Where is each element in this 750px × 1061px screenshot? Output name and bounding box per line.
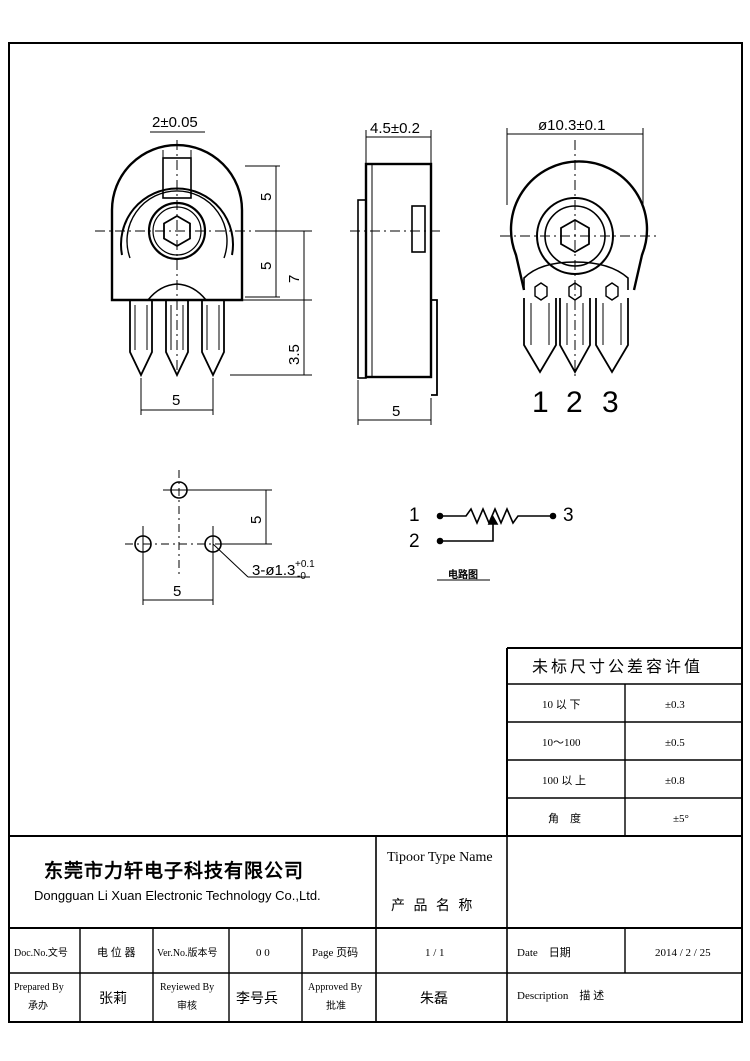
lower-half-dim: 5	[258, 262, 275, 270]
hole-horizontal-pitch-dim: 5	[173, 583, 181, 600]
front-dimensions	[140, 131, 312, 415]
tolerance-table	[506, 647, 742, 836]
page-value: 1 / 1	[425, 947, 445, 959]
upper-half-dim: 5	[258, 193, 275, 201]
pin-width-dim: 2±0.05	[152, 114, 198, 131]
circuit-diagram	[436, 506, 557, 581]
doc-no-label: Doc.No.文号	[14, 946, 68, 959]
front-view	[95, 140, 262, 380]
ver-no-value: 0 0	[256, 947, 270, 959]
thickness-dim: 4.5±0.2	[370, 120, 420, 137]
diameter-dim: ø10.3±0.1	[538, 117, 605, 134]
prepared-label-en: Prepared By	[14, 982, 64, 993]
front-pin-pitch-dim: 5	[172, 392, 180, 409]
hole-pattern	[125, 470, 232, 575]
description-label: Description 描 述	[517, 988, 604, 1002]
side-view	[350, 162, 442, 396]
tol-value-1: ±0.3	[665, 699, 685, 711]
approved-label-cn: 批准	[326, 999, 346, 1012]
reviewed-label-en: Reyiewed By	[160, 982, 214, 993]
prepared-value: 张莉	[99, 991, 127, 1007]
tol-value-2: ±0.5	[665, 737, 685, 749]
tol-value-3: ±0.8	[665, 775, 685, 787]
reviewed-label-cn: 审核	[177, 999, 197, 1012]
date-value: 2014 / 2 / 25	[655, 947, 711, 959]
pin-label-1: 1	[532, 386, 549, 419]
doc-no-value: 电 位 器	[97, 945, 136, 959]
title-block	[9, 835, 742, 1022]
tolerance-title: 未标尺寸公差容许值	[532, 657, 703, 676]
type-name-label: Tipoor Type Name	[387, 850, 493, 865]
hole-dimensions	[142, 489, 310, 605]
page-label: Page 页码	[312, 946, 358, 959]
approved-value: 朱磊	[420, 991, 448, 1007]
back-dimensions	[506, 128, 644, 205]
ver-no-label: Ver.No.版本号	[157, 946, 218, 959]
tol-value-4: ±5°	[673, 813, 689, 825]
side-pin-offset-dim: 5	[392, 403, 400, 420]
reviewed-value: 李号兵	[236, 991, 278, 1007]
approved-label-en: Approved By	[308, 982, 362, 993]
pin-label-2: 2	[566, 386, 583, 419]
circuit-pin-3: 3	[563, 505, 574, 526]
tol-range-1: 10 以 下	[542, 699, 581, 711]
tol-range-4: 角 度	[548, 811, 581, 825]
circuit-caption: 电路图	[448, 568, 478, 581]
tol-range-2: 10〜100	[542, 737, 581, 749]
pin-length-dim: 3.5	[286, 344, 303, 365]
pin-label-3: 3	[602, 386, 619, 419]
prepared-label-cn: 承办	[28, 999, 48, 1012]
back-view	[500, 140, 660, 380]
hole-tolerance-upper: +0.1	[295, 559, 315, 570]
circuit-pin-1: 1	[409, 505, 420, 526]
side-dimensions	[357, 130, 432, 425]
company-name-cn: 东莞市力轩电子科技有限公司	[44, 859, 304, 882]
date-label: Date 日期	[517, 946, 571, 959]
center-to-pin-base-dim: 7	[286, 275, 303, 283]
company-name-en: Dongguan Li Xuan Electronic Technology C…	[34, 888, 321, 903]
product-name-label: 产 品 名 称	[391, 898, 474, 914]
hole-diameter-dim: 3-ø1.3	[252, 562, 295, 579]
tol-range-3: 100 以 上	[542, 774, 586, 787]
circuit-pin-2: 2	[409, 531, 420, 552]
hole-tolerance-lower: -0	[297, 571, 306, 582]
hole-vertical-pitch-dim: 5	[248, 516, 265, 524]
